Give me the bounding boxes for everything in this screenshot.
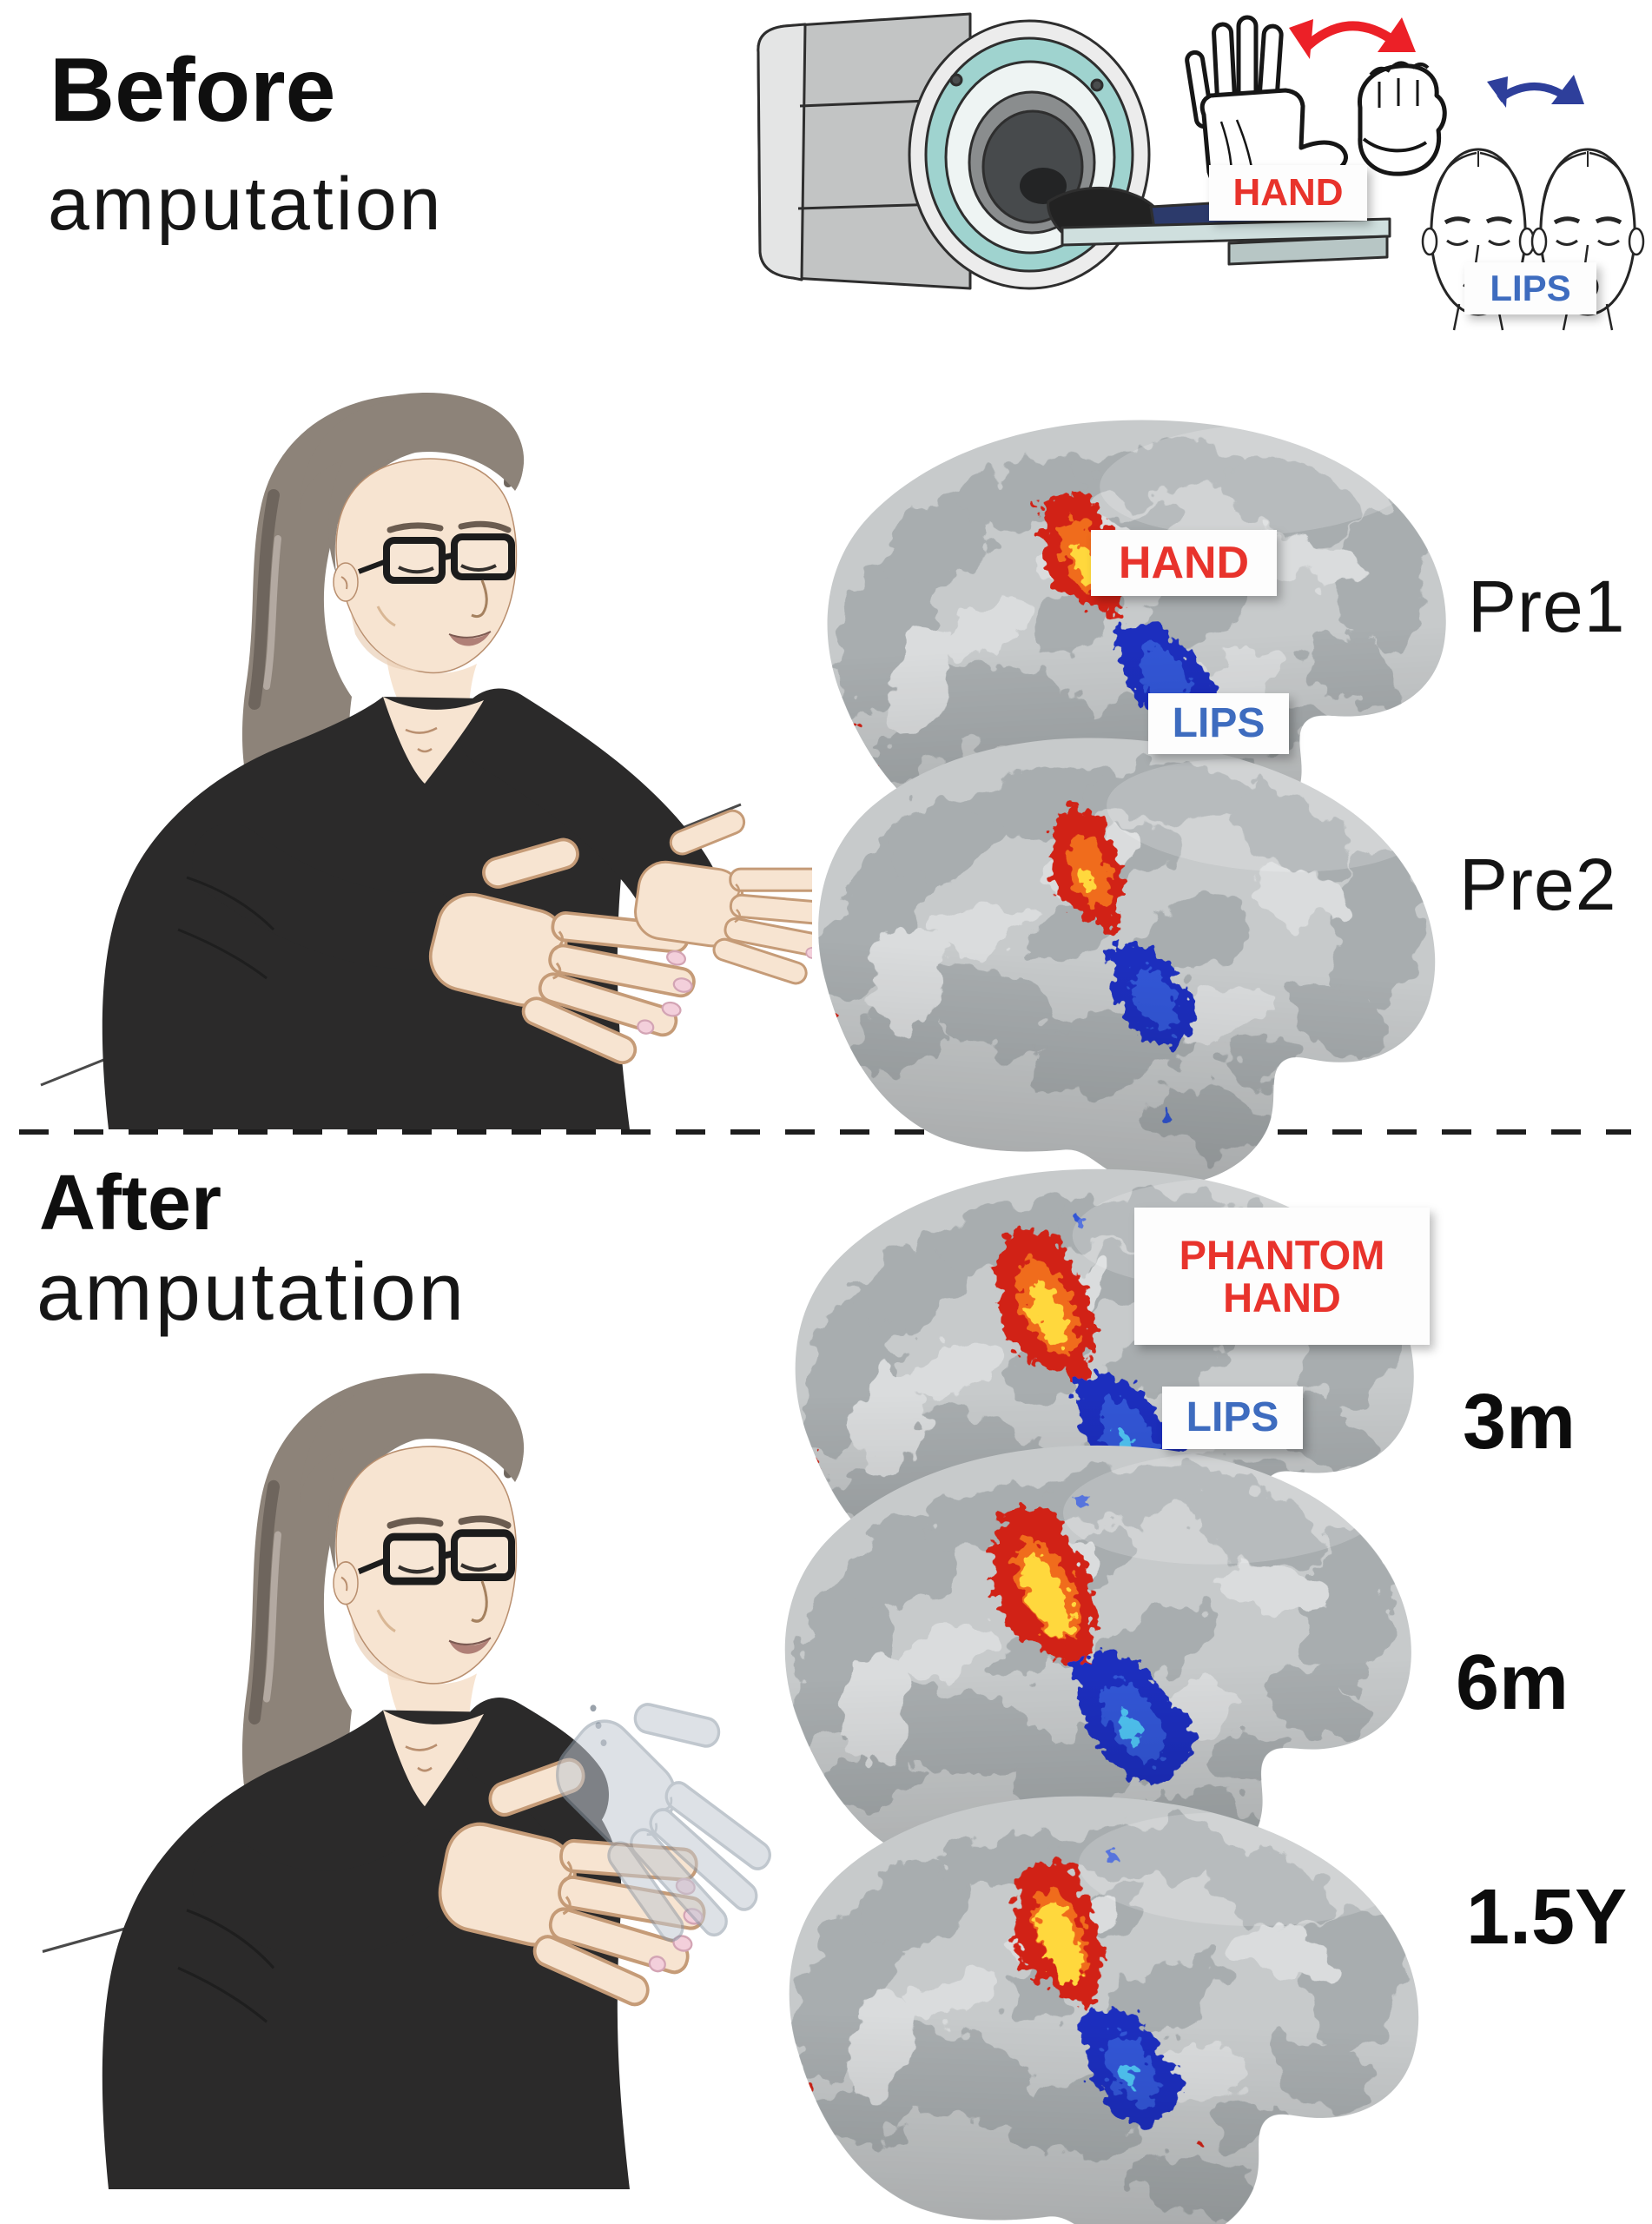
after-section-subtitle: amputation [36,1246,467,1337]
before-section-title: Before [50,40,336,141]
brain-surface [784,1445,1411,1892]
time-label-6m: 6m [1456,1639,1569,1726]
m3-lips-label: LIPS [1162,1387,1303,1449]
pre1-hand-label: HAND [1091,530,1277,596]
brain-map-6m [738,1432,1442,1924]
head [300,1377,524,1685]
time-label-pre1: Pre1 [1468,566,1626,647]
mri-scanner [757,12,1391,290]
time-label-1-5y: 1.5Y [1466,1874,1628,1961]
phantom-hand [556,1703,771,1943]
mri-scanner-illustration [743,0,1394,308]
patient-torso [1047,187,1166,235]
blue-arrow-icon [1487,75,1584,108]
patient-head [1020,168,1067,204]
m3-phantom-hand-label-line1: PHANTOM [1179,1231,1385,1278]
after-section-title: After [39,1160,222,1247]
hand-task-icon [1174,5,1452,270]
head [300,396,524,674]
hair-front [300,1377,524,1574]
brain-surface [818,738,1436,1186]
fist-icon [1358,61,1447,176]
brain-surface [789,1796,1419,2224]
hand-task-label: HAND [1209,165,1367,221]
before-section-subtitle: amputation [48,162,444,246]
mri-bed [1061,217,1391,247]
time-label-pre2: Pre2 [1459,844,1617,925]
hair-front [300,396,524,573]
red-arrow-icon [1289,17,1416,59]
lips-task-label: LIPS [1464,262,1596,314]
pre1-lips-label: LIPS [1148,693,1289,754]
hand-fist-arrow [1185,15,1447,208]
m3-phantom-hand-label: PHANTOM HAND [1134,1208,1430,1345]
seated-woman [40,393,812,1129]
chest [383,1710,484,1807]
hand [634,809,812,985]
woman-illustration-after [13,1294,812,2189]
section-divider [19,1129,1631,1135]
time-label-3m: 3m [1463,1379,1576,1466]
seated-woman [42,1373,771,2189]
glasses [357,1529,515,1585]
chest [383,697,484,784]
m3-phantom-hand-label-line2: HAND [1223,1274,1341,1320]
torso [102,688,724,1129]
brain-map-pre2 [769,725,1464,1212]
woman-illustration-before [13,321,812,1129]
brain-map-1-5y [740,1783,1448,2224]
